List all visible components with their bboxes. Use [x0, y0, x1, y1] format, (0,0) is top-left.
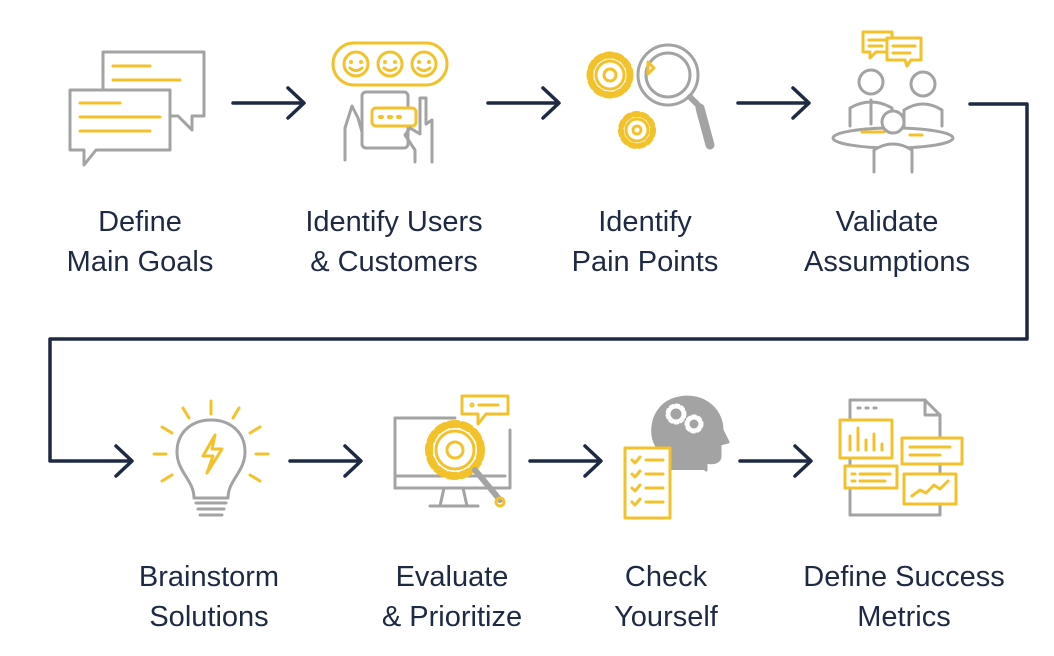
arrow-5-to-6 — [288, 444, 363, 478]
arrow-3-to-4 — [736, 86, 811, 120]
step-label-identify-users: Identify Users & Customers — [279, 202, 509, 282]
meeting-people-icon — [831, 30, 955, 174]
step-label-identify-pain-points: Identify Pain Points — [545, 202, 745, 282]
arrow-2-to-3 — [486, 86, 561, 120]
metrics-dashboard-icon — [838, 398, 964, 517]
arrow-7-to-8 — [738, 444, 813, 478]
step-label-line1: Validate — [835, 206, 939, 238]
step-label-line2: Assumptions — [803, 246, 970, 278]
chat-bubbles-icon — [68, 50, 206, 167]
step-label-line1: Brainstorm — [138, 561, 280, 593]
step-label-define-main-goals: Define Main Goals — [40, 202, 240, 282]
step-label-line1: Evaluate — [395, 561, 509, 593]
head-checklist-icon — [623, 395, 730, 520]
step-label-evaluate-prioritize: Evaluate & Prioritize — [352, 557, 552, 637]
step-label-line2: Solutions — [149, 601, 269, 633]
step-label-line2: Pain Points — [571, 246, 719, 278]
step-label-check-yourself: Check Yourself — [586, 557, 746, 637]
step-label-line2: & Customers — [310, 246, 478, 278]
monitor-gear-icon — [393, 394, 512, 508]
step-label-line2: & Prioritize — [381, 601, 523, 633]
step-label-define-success-metrics: Define Success Metrics — [779, 557, 1029, 637]
step-label-brainstorm-solutions: Brainstorm Solutions — [109, 557, 309, 637]
smiley-rating-phone-icon — [331, 41, 449, 164]
gears-magnifier-icon — [586, 43, 715, 150]
step-label-line1: Check — [624, 561, 708, 593]
step-label-line1: Identify Users — [305, 206, 483, 238]
step-label-line1: Identify — [598, 206, 692, 238]
arrow-6-to-7 — [528, 444, 603, 478]
connector-row-wrap-arrow — [48, 102, 1029, 478]
step-label-line1: Define Success — [803, 561, 1005, 593]
step-label-line2: Main Goals — [66, 246, 214, 278]
step-label-line2: Yourself — [614, 601, 718, 633]
step-label-line1: Define — [98, 206, 182, 238]
step-label-validate-assumptions: Validate Assumptions — [782, 202, 992, 282]
step-label-line2: Metrics — [857, 601, 951, 633]
arrow-1-to-2 — [231, 86, 306, 120]
lightbulb-icon — [152, 399, 270, 517]
